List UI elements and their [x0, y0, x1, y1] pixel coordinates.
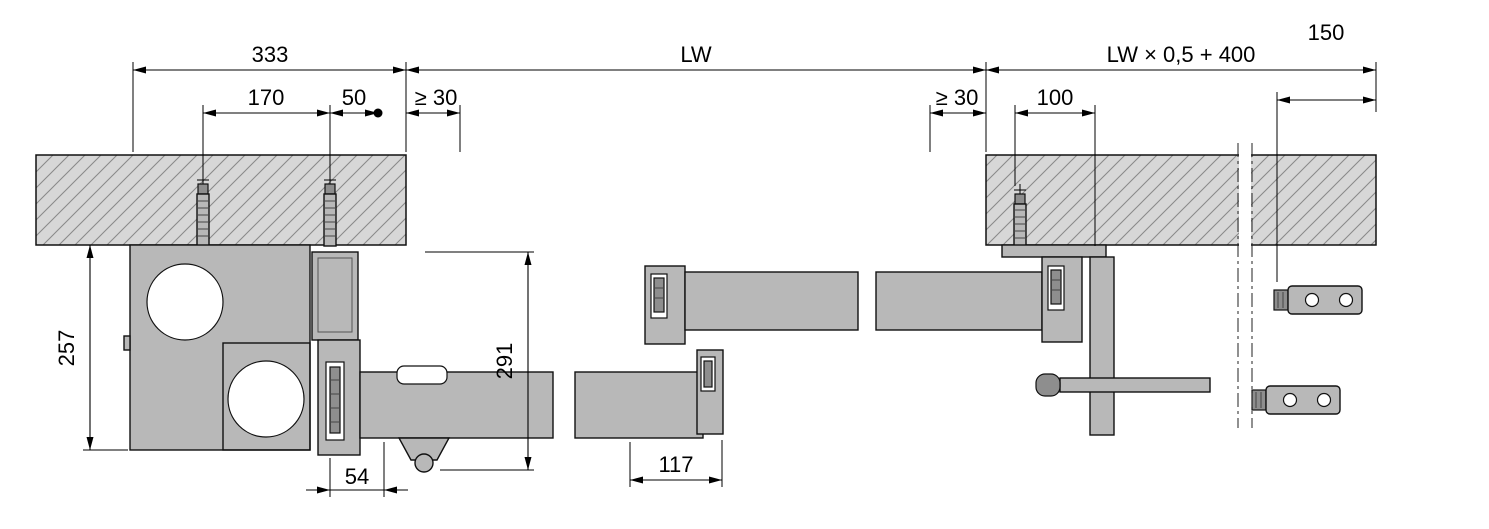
bracket-hole: [1304, 292, 1320, 308]
dimension-label: 291: [492, 343, 517, 380]
bracket-screw-head: [1251, 389, 1267, 411]
door-panel-front: [359, 365, 704, 439]
dim-257: 257: [54, 245, 128, 451]
door-panel-rear: [684, 271, 1043, 331]
dimension-label: ≥ 30: [415, 85, 458, 110]
bracket-screw-head: [1273, 289, 1289, 311]
bracket-hole: [1316, 392, 1332, 408]
handle-knob: [1035, 373, 1061, 397]
dimension-label: 257: [54, 330, 79, 367]
wall-break-lines: [1237, 143, 1253, 428]
drive-unit-tab: [123, 335, 131, 351]
dimension-label: 50: [342, 85, 366, 110]
floor-guide-funnel: [397, 437, 451, 473]
roller-bolt-left: [329, 366, 341, 434]
dimension-label: LW: [680, 42, 712, 67]
handle-bar: [1035, 373, 1211, 397]
dimension-label: ≥ 30: [936, 85, 979, 110]
wall-mount-right: [1001, 244, 1115, 436]
dim-lw-formula: LW × 0,5 + 400: [986, 42, 1377, 112]
dim-54: 54: [306, 442, 408, 497]
dim-150: 150: [1276, 20, 1376, 282]
bracket-hole: [1338, 292, 1354, 308]
belt-pulley-lower: [227, 360, 305, 438]
dimension-label: 117: [658, 452, 693, 477]
dim-lw: LW: [406, 42, 987, 152]
track-carriage-left: [311, 251, 361, 456]
vertical-guide-profile: [1089, 256, 1115, 436]
dim-min30-left: ≥ 30: [406, 85, 461, 152]
dimension-label: 333: [252, 42, 289, 67]
dimension-label: LW × 0,5 + 400: [1107, 42, 1256, 67]
wall-right: [985, 152, 1377, 248]
dim-50: 50: [330, 85, 383, 118]
wall-break-gap: [1239, 152, 1251, 248]
dimension-label: 150: [1308, 20, 1345, 45]
roller-bolt-middle: [653, 277, 665, 313]
floor-guide-roller: [414, 453, 434, 473]
dim-min30-right: ≥ 30: [929, 85, 986, 152]
roller-bolt-right: [1050, 269, 1062, 305]
anchor-screw-right: [1013, 184, 1027, 247]
wall-left: [35, 154, 407, 246]
drive-unit: [123, 244, 311, 451]
anchor-screw-left-1: [196, 174, 210, 247]
bracket-hole: [1282, 392, 1298, 408]
dim-100: 100: [1014, 85, 1096, 246]
reference-point-dot: [373, 108, 383, 118]
floor-bracket-upper: [1273, 285, 1363, 315]
dimension-label: 54: [345, 464, 369, 489]
mount-plate: [1001, 244, 1107, 258]
dimension-label: 170: [248, 85, 285, 110]
dim-117: 117: [629, 440, 723, 487]
floor-bracket-lower: [1251, 385, 1341, 415]
anchor-screw-left-2: [323, 174, 337, 247]
belt-pulley-upper: [146, 263, 224, 341]
dim-170: 170: [202, 85, 331, 178]
dim-333: 333: [132, 42, 407, 152]
panel-recess: [396, 365, 448, 385]
stile-bolt: [703, 360, 713, 388]
dim-291: 291: [425, 251, 534, 471]
panel-carrier-middle: [644, 265, 686, 345]
panel-stile-middle: [696, 349, 724, 435]
dimension-label: 100: [1037, 85, 1074, 110]
